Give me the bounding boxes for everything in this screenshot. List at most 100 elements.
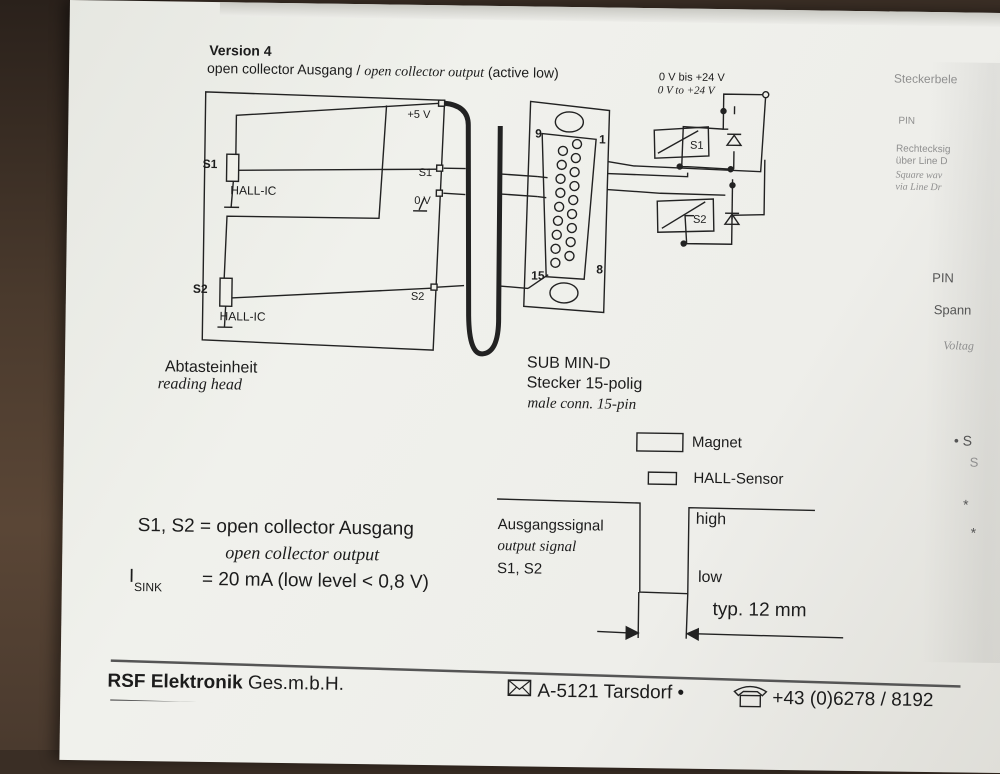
supply-label-de: 0 V bis +24 V bbox=[658, 71, 725, 85]
isink-symbol: ISINK bbox=[129, 566, 163, 594]
side-pin-2: PIN bbox=[932, 270, 954, 286]
terminal-5v bbox=[437, 99, 446, 107]
relay-s2-feed bbox=[607, 188, 726, 196]
legend-magnet: Magnet bbox=[691, 433, 743, 452]
side-bullet: • S bbox=[953, 432, 973, 449]
relay-coil-s1-slash bbox=[657, 130, 699, 154]
connector-caption-2: Stecker 15-polig bbox=[526, 374, 643, 394]
side-star-2: * bbox=[970, 524, 977, 541]
gnd-ticks bbox=[217, 206, 240, 328]
connector-pins bbox=[550, 138, 583, 269]
signal-title-en: output signal bbox=[497, 538, 577, 556]
cable-exits bbox=[499, 173, 538, 290]
phone-icon bbox=[733, 685, 768, 697]
signal-width: typ. 12 mm bbox=[712, 599, 807, 622]
output-waveform bbox=[497, 498, 815, 595]
supply-label-en: 0 V to +24 V bbox=[657, 84, 715, 98]
side-voltag: Voltag bbox=[943, 338, 975, 353]
pin1-label: 1 bbox=[599, 132, 606, 147]
footer-address: A-5121 Tarsdorf • bbox=[537, 680, 685, 704]
side-rect-4: via Line Dr bbox=[895, 181, 942, 194]
reading-head-caption-en: reading head bbox=[157, 375, 243, 394]
gnd-0v bbox=[413, 197, 428, 212]
relay-coil-s2 bbox=[656, 198, 715, 233]
isink-sub: SINK bbox=[133, 579, 163, 595]
side-pin-1: PIN bbox=[898, 115, 916, 127]
side-rect-2: über Line D bbox=[895, 155, 948, 168]
node-2 bbox=[676, 163, 683, 170]
relay-coil-s2-slash bbox=[661, 201, 706, 229]
hall-sensor-s2 bbox=[219, 277, 233, 307]
wire-s1 bbox=[232, 168, 440, 171]
footer-rule-top bbox=[110, 659, 970, 690]
s2-label: S2 bbox=[192, 281, 208, 296]
side-spann: Spann bbox=[933, 302, 972, 318]
wire-plus5v bbox=[235, 102, 442, 155]
cable-loop bbox=[444, 100, 503, 357]
hall-sensor-symbol bbox=[647, 471, 678, 486]
node-3 bbox=[729, 182, 736, 189]
plus5v-label: +5 V bbox=[407, 108, 431, 122]
datasheet-page: Version 4 open collector Ausgang / open … bbox=[59, 0, 1000, 774]
side-s2: S bbox=[969, 454, 979, 470]
pulse-markers bbox=[637, 591, 689, 639]
wiring-diagram bbox=[110, 91, 970, 713]
mail-icon bbox=[507, 679, 532, 697]
side-rect-1: Rechtecksig bbox=[895, 143, 951, 156]
relay-coil-s1 bbox=[653, 126, 710, 159]
connector-internal-wires bbox=[527, 175, 549, 290]
relay-s2-loop bbox=[684, 159, 766, 245]
node-5 bbox=[720, 107, 727, 115]
cable-entries bbox=[436, 167, 466, 288]
signal-title-de: Ausgangssignal bbox=[497, 516, 604, 535]
relay-s1-label: S1 bbox=[689, 139, 704, 152]
pin8-label: 8 bbox=[596, 262, 604, 277]
reading-head-box bbox=[201, 91, 446, 351]
spec-line-1: S1, S2 = open collector Ausgang bbox=[137, 514, 415, 540]
node-4 bbox=[680, 240, 687, 247]
terminal-0v bbox=[435, 189, 444, 197]
spec-line-3: = 20 mA (low level < 0,8 V) bbox=[201, 568, 430, 594]
mail-icon-flap bbox=[507, 679, 531, 696]
relay-s1-diode-wire bbox=[733, 106, 736, 170]
relay-wire-top bbox=[607, 94, 767, 173]
wire-ground-loop bbox=[223, 105, 388, 281]
wire-s2 bbox=[225, 287, 435, 299]
side-title: Steckerbele bbox=[893, 71, 958, 87]
connector-caption-1: SUB MIN-D bbox=[526, 354, 611, 373]
connector-screw-top bbox=[554, 111, 585, 133]
footer-phone: +43 (0)6278 / 8192 bbox=[772, 687, 934, 712]
legend-hall-sensor: HALL-Sensor bbox=[693, 469, 784, 489]
terminal-s1 bbox=[435, 164, 444, 172]
diode-s2 bbox=[723, 212, 741, 226]
company-name: RSF Elektronik bbox=[107, 670, 243, 694]
connector-shell bbox=[523, 100, 611, 314]
connector-caption-en: male conn. 15-pin bbox=[527, 395, 637, 413]
relay-s1-feed bbox=[607, 172, 689, 178]
relay-s1-top bbox=[722, 93, 766, 130]
wire-hall-gnd bbox=[223, 179, 235, 328]
signal-high: high bbox=[695, 510, 727, 529]
hall-ic-1-label: HALL-IC bbox=[230, 183, 277, 198]
hall-ic-2-label: HALL-IC bbox=[219, 309, 266, 324]
side-rect-3: Square wav bbox=[895, 169, 943, 182]
zero-v-label: 0 V bbox=[414, 194, 431, 208]
pin9-label: 9 bbox=[535, 126, 542, 141]
node-1 bbox=[727, 166, 734, 173]
terminal-s1-label: S1 bbox=[418, 166, 433, 180]
relay-s2-label: S2 bbox=[692, 213, 707, 226]
terminal-s2-label: S2 bbox=[410, 290, 425, 303]
phone-icon-base bbox=[739, 694, 762, 708]
magnet-symbol bbox=[636, 432, 684, 453]
connector-screw-bottom bbox=[549, 282, 579, 304]
footer-company: RSF Elektronik Ges.m.b.H. bbox=[107, 671, 344, 696]
s1-label: S1 bbox=[202, 156, 218, 172]
side-star-1: * bbox=[962, 496, 969, 513]
hall-sensor-s1 bbox=[225, 153, 240, 183]
terminal-s2 bbox=[430, 283, 438, 291]
signal-low: low bbox=[697, 568, 723, 587]
spec-line-2: open collector output bbox=[225, 542, 380, 565]
supply-terminal bbox=[762, 91, 770, 99]
dimension-line bbox=[597, 630, 844, 639]
signal-channels: S1, S2 bbox=[496, 560, 543, 578]
